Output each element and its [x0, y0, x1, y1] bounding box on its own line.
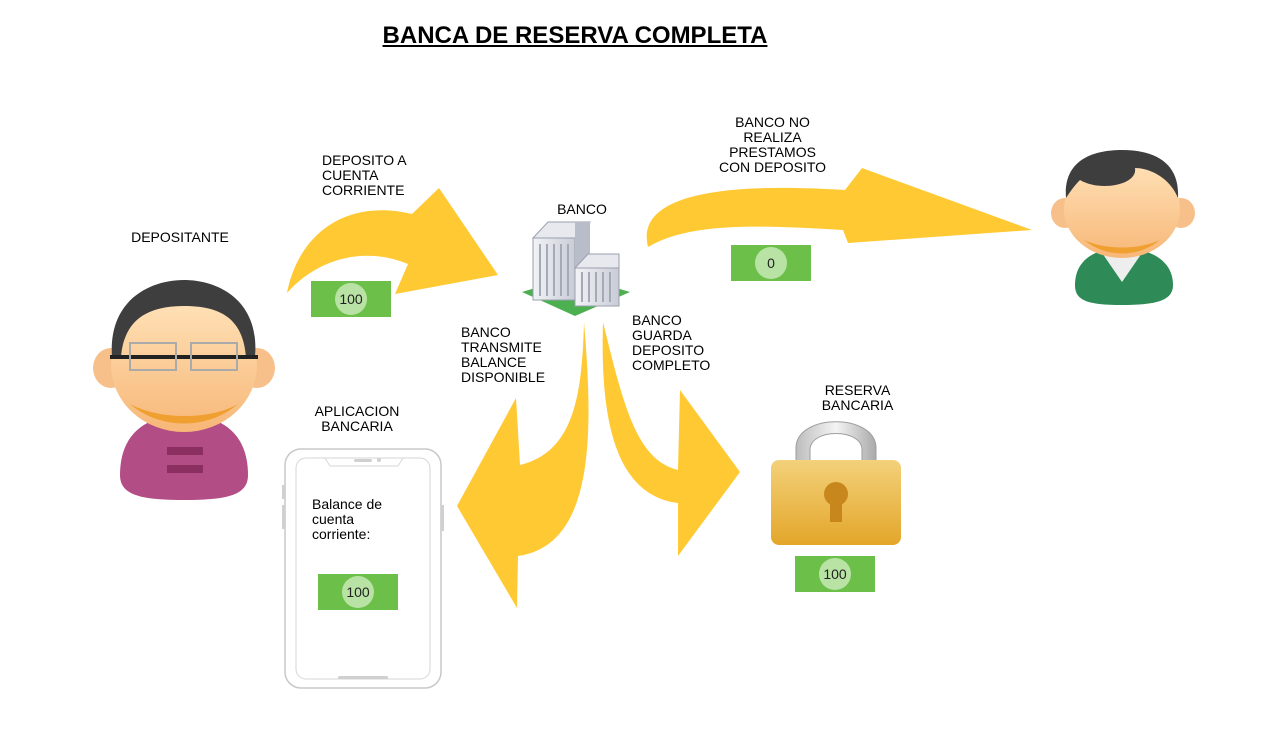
bill-deposit-amount: 100 [335, 283, 367, 315]
diagram-title: BANCA DE RESERVA COMPLETA [382, 22, 768, 49]
phone-icon [282, 448, 444, 689]
arrow-deposit [287, 188, 498, 294]
reserve-label: RESERVA BANCARIA [821, 382, 894, 413]
padlock-icon [771, 421, 901, 545]
bill-app: 100 [318, 574, 398, 610]
depositor-icon [93, 280, 275, 500]
edge-label-no-loans: BANCO NO REALIZA PRESTAMOS CON DEPOSITO [718, 114, 827, 175]
arrow-transmit [457, 322, 589, 608]
bill-reserve-amount: 100 [819, 558, 851, 590]
app-balance-text: Balance de cuenta corriente: [312, 496, 383, 542]
borrower-icon [1051, 150, 1195, 305]
arrow-keep [602, 322, 740, 556]
bill-deposit: 100 [311, 281, 391, 317]
bank-label: BANCO [557, 201, 607, 217]
bill-reserve: 100 [795, 556, 875, 592]
edge-label-keep: BANCO GUARDA DEPOSITO COMPLETO [632, 312, 711, 373]
bill-app-amount: 100 [342, 576, 374, 608]
bill-loan-amount: 0 [755, 247, 787, 279]
bank-building-icon [522, 221, 630, 316]
bill-loan: 0 [731, 245, 811, 281]
edge-label-deposit: DEPOSITO A CUENTA CORRIENTE [322, 152, 407, 198]
depositor-label: DEPOSITANTE [131, 229, 229, 245]
app-label: APLICACION BANCARIA [314, 403, 400, 434]
arrow-no-loans [646, 168, 1032, 247]
edge-label-transmit: BANCO TRANSMITE BALANCE DISPONIBLE [461, 324, 546, 385]
